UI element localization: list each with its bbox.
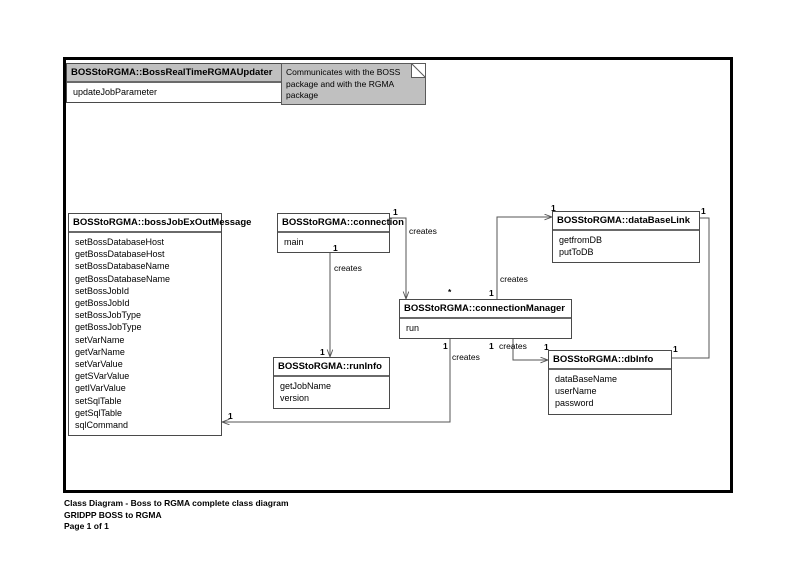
- class-member: setVarValue: [75, 359, 123, 370]
- class-name-databaselink: BOSStoRGMA::dataBaseLink: [553, 212, 699, 231]
- class-name-dbinfo: BOSStoRGMA::dbInfo: [549, 351, 671, 370]
- footer-line-page: Page 1 of 1: [64, 521, 109, 531]
- class-member: setBossDatabaseHost: [75, 237, 165, 247]
- multiplicity-databaselink-to-dbinfo-target: 1: [673, 344, 678, 354]
- class-member: userName: [555, 386, 597, 397]
- class-members-connectionmanager: run: [400, 319, 571, 338]
- note-fold-corner: [411, 64, 425, 78]
- class-member: setBossDatabaseName: [75, 261, 170, 272]
- note-box: Communicates with the BOSS package and w…: [281, 63, 426, 105]
- class-member: getfromDB: [559, 235, 603, 245]
- multiplicity-connectionmanager-to-bossjobexoutmessage-source: 1: [443, 341, 448, 351]
- class-members-dbinfo: dataBaseName userName password: [549, 370, 671, 414]
- class-members-bossrealtimergmaupdater: updateJobParameter: [67, 83, 281, 102]
- diagram-footer: Class Diagram - Boss to RGMA complete cl…: [64, 498, 289, 533]
- class-name-runinfo: BOSStoRGMA::runInfo: [274, 358, 389, 377]
- class-member: putToDB: [559, 247, 594, 258]
- class-member: password: [555, 398, 594, 409]
- class-member: setBossJobId: [75, 285, 130, 296]
- class-box-runinfo[interactable]: BOSStoRGMA::runInfo getJobName version: [273, 357, 390, 410]
- class-name-connection: BOSStoRGMA::connection: [278, 214, 404, 233]
- class-name-bossjobexoutmessage: BOSStoRGMA::bossJobExOutMessage: [69, 214, 251, 233]
- class-member: updateJobParameter: [73, 87, 158, 97]
- multiplicity-connection-to-connectionmanager-target: *: [448, 287, 452, 297]
- class-members-runinfo: getJobName version: [274, 377, 389, 408]
- edge-label-connectionmanager-to-databaselink: creates: [500, 274, 528, 284]
- multiplicity-connectionmanager-to-dbinfo-source: 1: [489, 341, 494, 351]
- class-member: getSqlTable: [75, 407, 123, 418]
- note-text: Communicates with the BOSS package and w…: [286, 67, 401, 100]
- multiplicity-connectionmanager-to-dbinfo-target: 1: [544, 342, 549, 352]
- edge-label-connectionmanager-to-dbinfo: creates: [499, 341, 527, 351]
- multiplicity-connection-to-runinfo-source: 1: [333, 243, 338, 253]
- class-box-databaselink[interactable]: BOSStoRGMA::dataBaseLink getfromDB putTo…: [552, 211, 700, 264]
- class-member: getBossDatabaseName: [75, 273, 171, 284]
- class-member: run: [406, 323, 420, 333]
- class-member: main: [284, 237, 304, 247]
- edge-label-connectionmanager-to-bossjobexoutmessage: creates: [452, 352, 480, 362]
- multiplicity-connectionmanager-to-databaselink-target: 1: [551, 203, 556, 213]
- class-member: getBossDatabaseHost: [75, 249, 165, 260]
- multiplicity-databaselink-left: [540, 203, 542, 213]
- multiplicity-connection-to-runinfo-target: 1: [320, 347, 325, 357]
- class-member: getSVarValue: [75, 371, 130, 382]
- class-member: getBossJobId: [75, 298, 130, 309]
- class-box-bossrealtimergmaupdater[interactable]: BOSStoRGMA::BossRealTimeRGMAUpdater upda…: [66, 63, 282, 104]
- class-member: getBossJobType: [75, 322, 142, 333]
- class-member: sqlCommand: [75, 420, 129, 431]
- multiplicity-connection-to-connectionmanager-source: 1: [393, 207, 398, 217]
- class-member: getVarName: [75, 346, 125, 357]
- class-member: getIVarValue: [75, 383, 126, 394]
- class-box-connection[interactable]: BOSStoRGMA::connection main: [277, 213, 404, 254]
- edge-label-connection-to-connectionmanager: creates: [409, 226, 437, 236]
- class-box-connectionmanager[interactable]: BOSStoRGMA::connectionManager run: [399, 299, 572, 340]
- class-members-databaselink: getfromDB putToDB: [553, 231, 699, 262]
- class-name-connectionmanager: BOSStoRGMA::connectionManager: [400, 300, 571, 319]
- class-name-bossrealtimergmaupdater: BOSStoRGMA::BossRealTimeRGMAUpdater: [67, 64, 281, 83]
- multiplicity-connectionmanager-to-databaselink-source: 1: [489, 288, 494, 298]
- class-member: getJobName: [280, 381, 332, 391]
- class-member: setSqlTable: [75, 395, 122, 406]
- edge-label-connection-to-runinfo: creates: [334, 263, 362, 273]
- class-members-connection: main: [278, 233, 389, 252]
- footer-line-title: Class Diagram - Boss to RGMA complete cl…: [64, 498, 289, 508]
- multiplicity-databaselink-to-dbinfo-source: 1: [701, 206, 706, 216]
- class-member: dataBaseName: [555, 374, 618, 384]
- class-box-dbinfo[interactable]: BOSStoRGMA::dbInfo dataBaseName userName…: [548, 350, 672, 415]
- class-member: setVarName: [75, 334, 125, 345]
- class-members-bossjobexoutmessage: setBossDatabaseHost getBossDatabaseHost …: [69, 233, 221, 435]
- multiplicity-connectionmanager-to-bossjobexoutmessage-target: 1: [228, 411, 233, 421]
- class-box-bossjobexoutmessage[interactable]: BOSStoRGMA::bossJobExOutMessage setBossD…: [68, 213, 251, 437]
- class-member: version: [280, 393, 310, 404]
- footer-line-project: GRIDPP BOSS to RGMA: [64, 509, 162, 520]
- class-member: setBossJobType: [75, 310, 142, 321]
- note-fold-diagonal-icon: [412, 64, 425, 77]
